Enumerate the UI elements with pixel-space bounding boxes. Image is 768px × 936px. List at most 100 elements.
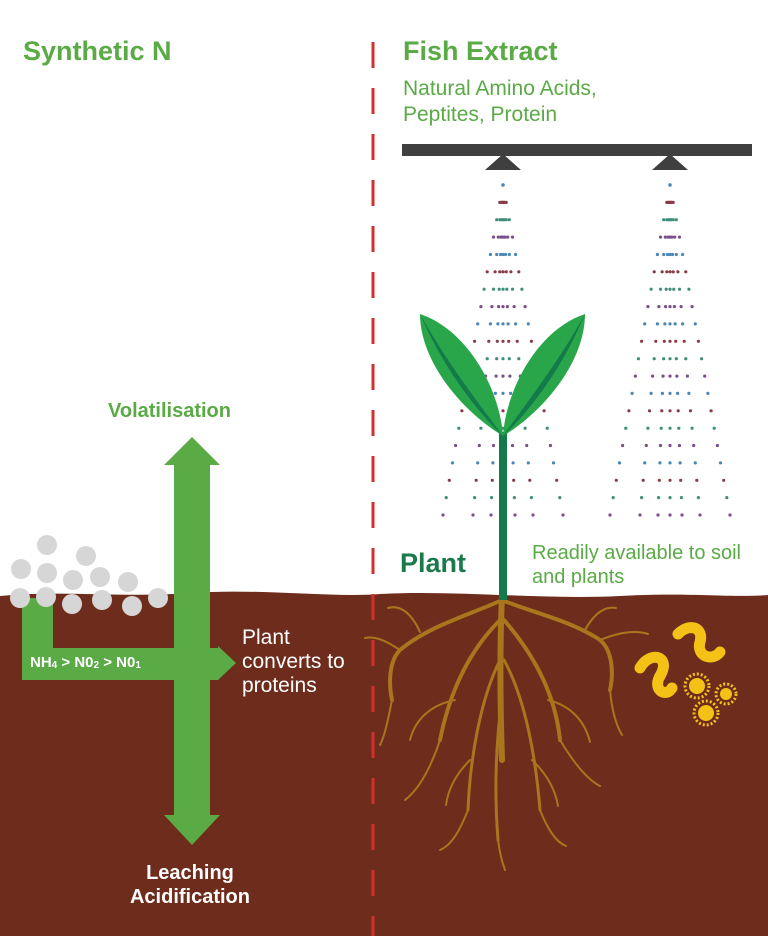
spray-droplet — [663, 235, 667, 239]
spray-droplet — [709, 409, 713, 413]
spray-droplet — [508, 374, 512, 378]
leaf-left — [420, 314, 503, 436]
spray-droplet — [703, 374, 707, 378]
spray-droplet — [668, 183, 672, 187]
spray-droplet — [671, 270, 675, 274]
spray-droplet — [676, 391, 680, 395]
spray-droplet — [668, 270, 672, 274]
spray-droplet — [454, 443, 458, 448]
spray-droplet — [652, 357, 656, 361]
spray-droplet — [513, 513, 517, 517]
spray-droplet — [501, 322, 505, 326]
spray-droplet — [679, 305, 683, 309]
spray-droplet — [621, 443, 625, 448]
spray-droplet — [660, 391, 665, 395]
spray-droplet — [677, 287, 682, 291]
pellet-icon — [63, 570, 83, 590]
spray-droplet — [507, 339, 511, 343]
spray-droplet — [718, 461, 723, 465]
spray-droplet — [668, 443, 672, 448]
spray-droplet — [644, 443, 648, 448]
spray-droplet — [638, 513, 642, 517]
spray-droplet — [561, 513, 565, 517]
spray-droplet — [636, 357, 641, 361]
spray-droplet — [523, 305, 527, 309]
spray-droplet — [678, 461, 682, 465]
spray-droplet — [668, 496, 672, 500]
spray-droplet — [684, 270, 688, 274]
spray-droplet — [501, 252, 505, 257]
spray-droplet — [476, 322, 480, 326]
spray-droplet — [495, 218, 499, 222]
plant-stem — [499, 432, 507, 600]
spray-droplet — [501, 357, 505, 361]
spray-droplet — [655, 252, 660, 257]
spray-droplet — [712, 426, 716, 430]
spray-droplet — [677, 235, 682, 239]
plant — [420, 314, 585, 600]
spray-droplet — [662, 339, 666, 343]
spray-droplet — [479, 426, 483, 430]
spray-droplet — [668, 357, 672, 361]
spray-droplet — [668, 252, 672, 257]
spray-droplet — [687, 287, 691, 291]
pellet-icon — [118, 572, 138, 592]
volatilisation-label: Volatilisation — [108, 400, 231, 422]
spray-droplet — [608, 513, 612, 517]
spray-droplet — [641, 478, 645, 482]
spray-droplet — [514, 322, 518, 326]
spray-droplet — [510, 287, 515, 291]
spray-droplet — [493, 270, 497, 274]
spray-droplet — [668, 426, 672, 430]
spray-droplet — [646, 305, 650, 309]
spray-droplet — [511, 461, 515, 465]
plant-label: Plant — [400, 548, 467, 578]
fish-extract-title: Fish Extract — [403, 36, 558, 66]
spray-droplet — [504, 270, 508, 274]
spray-droplet — [548, 443, 553, 448]
spray-droplet — [501, 305, 505, 309]
spray-droplet — [674, 357, 678, 361]
spray-droplet — [501, 339, 505, 343]
spray-droplet — [496, 235, 500, 239]
spray-droplet — [450, 461, 455, 465]
nitrogen-chain-label: NH4 > N02 > N01 — [30, 654, 141, 671]
spray-droplet — [444, 496, 448, 500]
spray-droplet — [663, 322, 667, 326]
spray-droplet — [657, 305, 661, 309]
pellet-icon — [148, 588, 168, 608]
spray-droplet — [485, 357, 489, 361]
spray-droplet — [670, 252, 675, 257]
pellet-icon — [90, 567, 110, 587]
spray-droplet — [659, 426, 663, 430]
spray-droplet — [624, 426, 628, 430]
spray-droplet — [690, 426, 694, 430]
spray-droplet — [649, 287, 653, 291]
spray-droplet — [501, 270, 505, 274]
spray-droplet — [672, 287, 676, 291]
spray-mist — [441, 183, 732, 517]
spray-droplet — [517, 270, 521, 274]
spray-droplet — [681, 322, 685, 326]
spray-droplet — [510, 443, 515, 448]
spray-droplet — [646, 426, 650, 430]
spray-droplet — [501, 374, 505, 378]
spray-droplet — [668, 374, 672, 378]
spray-droplet — [501, 391, 505, 395]
spray-droplet — [476, 461, 480, 465]
spray-droplet — [665, 252, 670, 257]
spray-droplet — [674, 339, 678, 343]
spray-droplet — [509, 270, 513, 274]
spray-droplet — [495, 252, 499, 257]
spray-droplet — [503, 252, 508, 257]
spray-droplet — [668, 322, 672, 326]
spray-droplet — [495, 357, 499, 361]
spray-droplet — [497, 287, 501, 291]
spray-droplet — [668, 391, 672, 395]
spray-droplet — [630, 391, 634, 395]
spray-droplet — [512, 478, 516, 482]
spray-droplet — [661, 374, 665, 378]
spray-droplet — [457, 426, 461, 430]
spray-droplet — [555, 478, 559, 482]
